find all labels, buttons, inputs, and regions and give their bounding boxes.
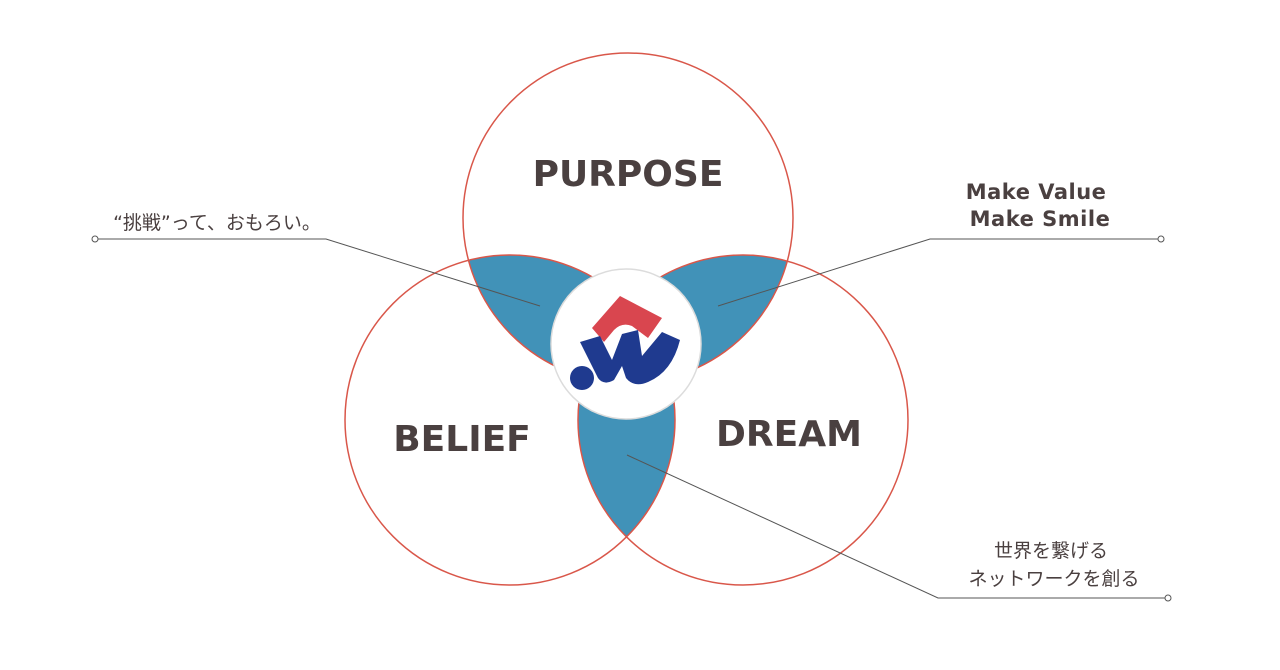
callout-purpose-dream-line-2: Make Smile (970, 207, 1111, 231)
purpose-label: PURPOSE (533, 154, 724, 195)
callout-purpose-dream: Make Value Make Smile (966, 180, 1115, 231)
callout-belief-purpose-line: “挑戦”って、おもろい。 (113, 212, 321, 234)
logo-blue-dot (570, 366, 594, 390)
dream-circle (577, 254, 909, 586)
callout-belief-dream: 世界を繋げる ネットワークを創る (968, 540, 1139, 590)
callout-belief-purpose: “挑戦”って、おもろい。 (113, 212, 321, 234)
belief-circle (344, 254, 676, 586)
callout-belief-dream-line-1: 世界を繋げる (994, 540, 1108, 562)
callout-purpose-dream-line-1: Make Value (966, 180, 1107, 204)
leader-end-purpose-dream (1157, 235, 1165, 243)
logo-red-shape (592, 296, 662, 342)
dream-label: DREAM (716, 414, 862, 455)
leader-line-belief-purpose (96, 238, 541, 307)
leader-end-belief-purpose (91, 235, 99, 243)
leader-line-purpose-dream (717, 238, 1160, 307)
callout-belief-dream-line-2: ネットワークを創る (968, 568, 1139, 590)
logo-blue-shape (580, 330, 680, 385)
company-logo-icon (550, 268, 702, 420)
belief-label: BELIEF (393, 419, 531, 460)
leader-lines (91, 235, 1172, 602)
leader-line-belief-dream (626, 454, 1167, 599)
leader-end-belief-dream (1164, 594, 1172, 602)
